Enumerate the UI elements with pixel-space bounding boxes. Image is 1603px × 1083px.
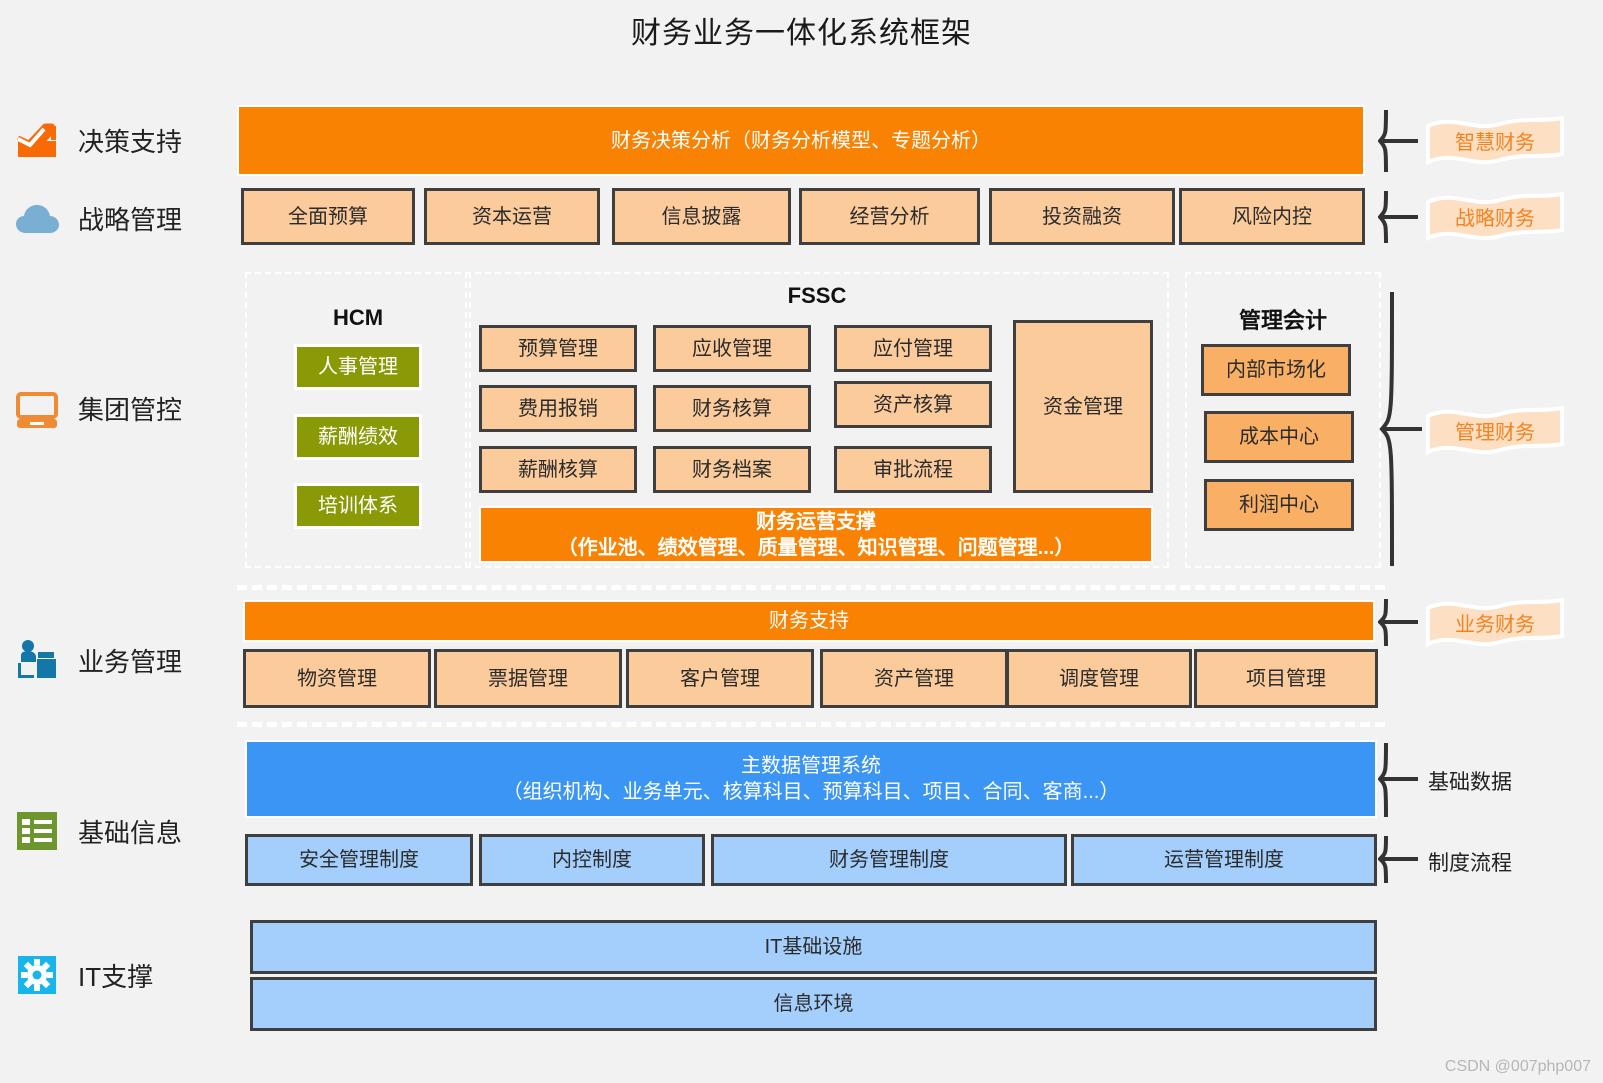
fssc-panel — [465, 272, 1169, 568]
trending-up-chart-icon — [14, 117, 60, 163]
ribbon-strategic-finance: 战略财务 — [1424, 190, 1566, 242]
hcm-panel — [245, 272, 471, 568]
right-label-system-process: 制度流程 — [1428, 852, 1512, 875]
support-title: 财务运营支撑 — [756, 510, 876, 533]
hcm-item[interactable]: 薪酬绩效 — [294, 414, 422, 460]
fssc-item[interactable]: 应收管理 — [653, 325, 811, 372]
ribbon-management-finance: 管理财务 — [1424, 404, 1566, 456]
ribbon-label: 智慧财务 — [1455, 131, 1535, 154]
list-icon — [14, 808, 60, 854]
ribbon-label: 业务财务 — [1455, 613, 1535, 636]
business-box[interactable]: 票据管理 — [434, 649, 622, 708]
business-box[interactable]: 项目管理 — [1194, 649, 1378, 708]
gear-icon — [14, 952, 60, 998]
rail-item-group-control[interactable]: 集团管控 — [14, 385, 182, 431]
ribbon-business-finance: 业务财务 — [1424, 596, 1566, 648]
rail-item-decision[interactable]: 决策支持 — [14, 117, 182, 163]
fssc-item[interactable]: 财务档案 — [653, 446, 811, 493]
rail-label: 决策支持 — [78, 126, 183, 157]
rail-label: IT支撑 — [78, 961, 154, 992]
band-divider — [237, 585, 1385, 590]
decision-analysis-banner[interactable]: 财务决策分析（财务分析模型、专题分析） — [237, 105, 1365, 176]
fssc-item[interactable]: 资产核算 — [834, 381, 992, 428]
business-box[interactable]: 物资管理 — [243, 649, 431, 708]
hcm-heading: HCM — [332, 305, 384, 330]
fssc-item[interactable]: 应付管理 — [834, 325, 992, 372]
mgmt-accounting-item[interactable]: 内部市场化 — [1201, 344, 1351, 396]
finance-support-banner[interactable]: 财务支持 — [243, 600, 1375, 642]
hcm-item[interactable]: 人事管理 — [294, 344, 422, 390]
cloud-icon — [14, 195, 60, 241]
watermark: CSDN @007php007 — [1444, 1058, 1591, 1075]
rail-item-strategy[interactable]: 战略管理 — [14, 195, 182, 241]
business-box[interactable]: 调度管理 — [1006, 649, 1192, 708]
strategy-box[interactable]: 投资融资 — [989, 188, 1175, 245]
right-label-basic-data: 基础数据 — [1428, 771, 1512, 794]
strategy-box[interactable]: 经营分析 — [799, 188, 980, 245]
ribbon-smart-finance: 智慧财务 — [1424, 114, 1566, 166]
mgmt-accounting-heading: 管理会计 — [1238, 308, 1327, 333]
rail-label: 业务管理 — [78, 646, 183, 677]
rail-item-basic-info[interactable]: 基础信息 — [14, 808, 182, 854]
brace-basic-data — [1378, 742, 1418, 818]
rail-item-business[interactable]: 业务管理 — [14, 637, 182, 683]
fssc-item[interactable]: 薪酬核算 — [479, 446, 637, 493]
mgmt-accounting-item[interactable]: 成本中心 — [1204, 411, 1354, 463]
master-data-banner[interactable]: 主数据管理系统 （组织机构、业务单元、核算科目、预算科目、项目、合同、客商...… — [245, 740, 1377, 818]
business-box[interactable]: 客户管理 — [626, 649, 814, 708]
monitor-icon — [14, 385, 60, 431]
brace-strategic-finance — [1378, 190, 1418, 244]
rail-label: 战略管理 — [78, 204, 183, 235]
band-divider — [237, 722, 1385, 727]
strategy-box[interactable]: 信息披露 — [612, 188, 791, 245]
fssc-item[interactable]: 预算管理 — [479, 325, 637, 372]
system-box[interactable]: 财务管理制度 — [711, 834, 1067, 886]
it-support-box[interactable]: IT基础设施 — [250, 920, 1377, 974]
fssc-item[interactable]: 审批流程 — [834, 446, 992, 493]
system-box[interactable]: 安全管理制度 — [245, 834, 473, 886]
person-at-desk-icon — [14, 637, 60, 683]
hcm-item[interactable]: 培训体系 — [294, 483, 422, 529]
brace-management-finance — [1379, 291, 1422, 567]
support-subtitle: （作业池、绩效管理、质量管理、知识管理、问题管理...） — [557, 536, 1075, 559]
mgmt-accounting-item[interactable]: 利润中心 — [1204, 479, 1354, 531]
ribbon-label: 战略财务 — [1455, 207, 1535, 230]
brace-business-finance — [1378, 598, 1418, 647]
mgmt-accounting-panel — [1185, 272, 1381, 568]
fssc-fund-management[interactable]: 资金管理 — [1013, 320, 1153, 493]
master-data-title: 主数据管理系统 — [741, 755, 881, 777]
business-box[interactable]: 资产管理 — [820, 649, 1008, 708]
rail-label: 基础信息 — [78, 817, 183, 848]
master-data-subtitle: （组织机构、业务单元、核算科目、预算科目、项目、合同、客商...） — [502, 781, 1120, 803]
system-box[interactable]: 内控制度 — [479, 834, 705, 886]
fssc-item[interactable]: 费用报销 — [479, 385, 637, 432]
page-title: 财务业务一体化系统框架 — [631, 17, 972, 50]
finance-operation-support-banner[interactable]: 财务运营支撑 （作业池、绩效管理、质量管理、知识管理、问题管理...） — [479, 506, 1153, 563]
strategy-box[interactable]: 全面预算 — [241, 188, 415, 245]
rail-item-it-support[interactable]: IT支撑 — [14, 952, 153, 998]
rail-label: 集团管控 — [78, 394, 183, 425]
fssc-heading: FSSC — [787, 283, 847, 308]
strategy-box[interactable]: 资本运营 — [424, 188, 600, 245]
fssc-item[interactable]: 财务核算 — [653, 385, 811, 432]
ribbon-label: 管理财务 — [1455, 421, 1535, 444]
strategy-box[interactable]: 风险内控 — [1179, 188, 1365, 245]
brace-system-process — [1378, 835, 1418, 884]
brace-smart-finance — [1378, 109, 1418, 173]
it-support-box[interactable]: 信息环境 — [250, 977, 1377, 1031]
system-box[interactable]: 运营管理制度 — [1071, 834, 1377, 886]
